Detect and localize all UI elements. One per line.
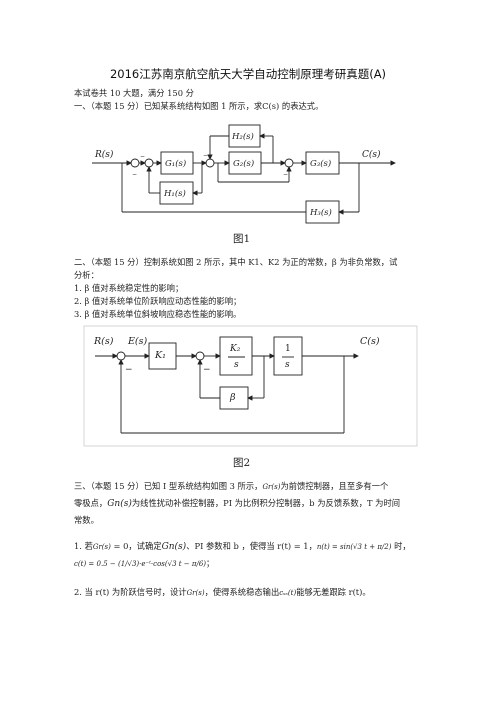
q3-sub2-c: 能够无差跟踪 r(t)。 xyxy=(296,587,371,597)
fig2-output-label: C(s) xyxy=(360,336,380,347)
svg-text:−: − xyxy=(283,171,288,178)
fig1-h1-label: H₁(s) xyxy=(164,189,186,199)
question-3-sub-1: 1. 若Gr(s) = 0，试确定Gn(s)、PI 参数和 b ，使得当 r(t… xyxy=(74,540,411,553)
fig2-int-numerator: 1 xyxy=(285,344,291,354)
q3-sub1-c: 、PI 参数和 b ，使得当 r(t) = 1， xyxy=(186,541,317,551)
figure-2-caption: 图2 xyxy=(233,457,251,469)
q3-sub1-gr: Gr(s) xyxy=(92,543,111,551)
question-2-item-1: 1. β 值对系统稳定性的影响； xyxy=(74,283,184,293)
page-title: 2016江苏南京航空航天大学自动控制原理考研真题(A) xyxy=(109,67,387,81)
q3-sub1-d: 时， xyxy=(391,541,411,551)
question-3-line-2: 零极点，Gn(s)为线性扰动补偿控制器，PI 为比例积分控制器，b 为反馈系数，… xyxy=(74,497,400,510)
question-2-item-2: 2. β 值对系统单位阶跃响应动态性能的影响； xyxy=(74,296,242,306)
q3-sub2-gr: Gr(s) xyxy=(186,589,205,597)
fig1-g1-label: G₁(s) xyxy=(165,159,187,169)
q3-line2-a: 零极点， xyxy=(74,498,108,508)
q3-css: cₛₛ(t) xyxy=(279,589,297,597)
fig2-sum-1 xyxy=(116,351,126,361)
q3-line1-a: 三、（本题 15 分）已知 I 型系统结构如图 3 所示， xyxy=(74,481,263,491)
question-2-text: 二、（本题 15 分）控制系统如图 2 所示，其中 K1、K2 为正的常数，β … xyxy=(74,257,398,267)
q3-sub2-b: ，使得系统稳态输出 xyxy=(204,587,280,597)
fig2-sum-2 xyxy=(195,351,205,361)
fig2-error-label: E(s) xyxy=(128,336,148,347)
svg-text:−: − xyxy=(125,365,133,375)
question-3-line-1: 三、（本题 15 分）已知 I 型系统结构如图 3 所示，Gr(s)为前馈控制器… xyxy=(74,480,388,493)
fig2-k2-denominator: s xyxy=(234,360,239,370)
svg-text:−: − xyxy=(203,365,211,375)
question-2-item-3: 3. β 值对系统单位斜坡响应稳态性能的影响。 xyxy=(74,309,242,319)
fig1-output-label: C(s) xyxy=(362,150,381,160)
q3-sub1-a: 1. 若 xyxy=(74,541,93,551)
svg-text:−: − xyxy=(203,152,208,159)
fig1-h2-label: H₂(s) xyxy=(232,132,254,142)
figure-1-caption: 图1 xyxy=(233,233,251,245)
question-3-sub-2: 2. 当 r(t) 为阶跃信号时，设计Gr(s)，使得系统稳态输出cₛₛ(t)能… xyxy=(74,586,371,599)
question-1-text: 一、（本题 15 分）已知某系统结构如图 1 所示，求C(s) 的表达式。 xyxy=(74,101,324,111)
q3-sub1-e: ； xyxy=(206,558,215,568)
svg-text:−: − xyxy=(140,153,145,160)
q3-line1-b: 为前馈控制器，且至多有一个 xyxy=(280,481,389,491)
fig2-input-label: R(s) xyxy=(94,336,114,347)
exam-intro: 本试卷共 10 大题，满分 150 分 xyxy=(74,88,194,98)
q3-sub1-gn: Gn(s) xyxy=(161,542,187,552)
q3-n-expr: n(t) = sin(√3 t + π/2) xyxy=(316,543,392,551)
q3-sub1-b: = 0，试确定 xyxy=(110,541,162,551)
svg-text:−: − xyxy=(132,171,137,178)
fig2-k1-label: K₁ xyxy=(155,350,166,361)
q3-line2-b: 为线性扰动补偿控制器，PI 为比例积分控制器，b 为反馈系数，T 为时间 xyxy=(131,498,401,508)
fig1-g2-label: G₂(s) xyxy=(233,159,255,169)
q3-sub2-a: 2. 当 r(t) 为阶跃信号时，设计 xyxy=(74,587,187,597)
question-2-text-cont: 分析： xyxy=(74,270,99,280)
fig2-beta-label: β xyxy=(230,392,236,403)
fig2-int-denominator: s xyxy=(285,360,290,370)
q3-gr: Gr(s) xyxy=(262,483,281,491)
fig1-input-label: R(s) xyxy=(95,150,114,160)
fig2-k2-numerator: K₂ xyxy=(230,344,241,354)
fig1-h3-label: H₃(s) xyxy=(310,208,332,218)
q3-gn: Gn(s) xyxy=(107,499,132,509)
question-3-sub-1-cont: c(t) = 0.5 − (1/√3)·e⁻ᵗ·cos(√3 t − π/6)； xyxy=(74,557,214,570)
q3-c-expr: c(t) = 0.5 − (1/√3)·e⁻ᵗ·cos(√3 t − π/6) xyxy=(74,560,207,568)
question-3-line-3: 常数。 xyxy=(74,515,99,525)
fig1-g3-label: G₃(s) xyxy=(310,159,332,169)
